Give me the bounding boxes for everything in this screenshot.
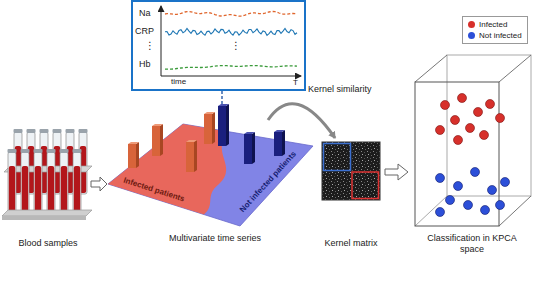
- bar-side: [282, 130, 285, 156]
- blood: [35, 166, 41, 213]
- tube-cap: [60, 149, 69, 153]
- tube: [8, 152, 16, 214]
- point: [464, 201, 473, 210]
- tube-cap: [40, 129, 49, 133]
- stage-caption: Classification in KPCA space: [422, 233, 522, 255]
- bar-top: [218, 104, 229, 106]
- point: [471, 168, 480, 177]
- dashed-connector: [222, 91, 223, 104]
- tube-cap: [53, 129, 62, 133]
- bar-side: [160, 124, 163, 156]
- tube-cap: [47, 149, 56, 153]
- bar: [152, 126, 160, 156]
- bar-side: [226, 104, 229, 146]
- point: [488, 186, 497, 195]
- point: [501, 178, 510, 187]
- flow-arrow: [91, 177, 107, 191]
- series-label: Na: [139, 9, 151, 19]
- bar-top: [204, 112, 215, 114]
- point: [496, 201, 505, 210]
- series-label: CRP: [135, 27, 154, 37]
- tube-cap: [8, 149, 17, 153]
- stage-caption: Multivariate time series: [169, 233, 261, 244]
- blood-tubes: [2, 129, 92, 220]
- tube: [73, 152, 81, 214]
- tube-cap: [73, 149, 82, 153]
- point: [454, 136, 463, 145]
- legend-text: Infected: [479, 19, 507, 30]
- tube-cap: [79, 129, 88, 133]
- matrix-block: [352, 172, 379, 199]
- blood: [22, 166, 28, 213]
- connector-line: [221, 91, 222, 104]
- tube-cap: [34, 149, 43, 153]
- bar-top: [152, 124, 163, 126]
- legend-swatch: [468, 21, 475, 28]
- bar-top: [274, 130, 285, 132]
- tube: [47, 152, 55, 214]
- kpca-cube: [415, 55, 531, 226]
- series-label: ⋮: [231, 40, 241, 51]
- tube-cap: [14, 129, 23, 133]
- series-label: Hb: [139, 60, 151, 70]
- legend-box: InfectedNot infected: [462, 16, 528, 44]
- point: [458, 94, 467, 103]
- legend-swatch: [468, 32, 475, 39]
- bar: [274, 132, 282, 156]
- bar: [244, 134, 252, 164]
- bar-side: [212, 112, 215, 144]
- rack: [2, 210, 92, 216]
- point: [451, 116, 460, 125]
- blood: [74, 166, 80, 213]
- tube-cap: [66, 129, 75, 133]
- point: [436, 208, 445, 217]
- legend-row: Infected: [468, 19, 522, 30]
- point: [486, 100, 495, 109]
- blood: [9, 166, 15, 213]
- point: [446, 196, 455, 205]
- point: [481, 206, 490, 215]
- point: [436, 174, 445, 183]
- time-series-box: NaCRP ⋮ ⋮ Hb time T: [131, 0, 306, 91]
- legend-text: Not infected: [479, 30, 522, 41]
- blood: [48, 166, 54, 213]
- point: [496, 114, 505, 123]
- time-series-plot: [133, 2, 304, 89]
- kpca-points: [436, 94, 510, 217]
- bar: [128, 144, 136, 168]
- bar-top: [128, 142, 139, 144]
- point: [441, 101, 450, 110]
- bar-top: [244, 132, 255, 134]
- tube: [21, 152, 29, 214]
- blood: [61, 166, 67, 213]
- series-label: ⋮: [145, 40, 155, 51]
- stage-caption: Blood samples: [18, 238, 77, 249]
- bar: [204, 114, 212, 144]
- point: [436, 126, 445, 135]
- patient-plane: Infected patientsNot infected patients: [104, 104, 316, 228]
- tube: [34, 152, 42, 214]
- series-label: T: [293, 79, 298, 88]
- flow-arrow: [385, 164, 408, 180]
- point: [466, 124, 475, 133]
- tube-cap: [27, 129, 36, 133]
- series-label: time: [171, 78, 186, 87]
- point: [480, 131, 489, 140]
- tube-cap: [21, 149, 30, 153]
- matrix-block: [324, 144, 351, 171]
- bar-side: [252, 132, 255, 164]
- tube: [60, 152, 68, 214]
- arrow-label: Kernel similarity: [308, 84, 372, 95]
- bar-top: [186, 140, 197, 142]
- bar-side: [136, 142, 139, 168]
- stage-caption: Kernel matrix: [324, 238, 377, 249]
- kernel-matrix: [322, 142, 380, 200]
- point: [454, 182, 463, 191]
- bar: [218, 106, 226, 146]
- bar: [186, 142, 194, 172]
- legend-row: Not infected: [468, 30, 522, 41]
- rack: [2, 216, 86, 220]
- bar-side: [194, 140, 197, 172]
- point: [474, 108, 483, 117]
